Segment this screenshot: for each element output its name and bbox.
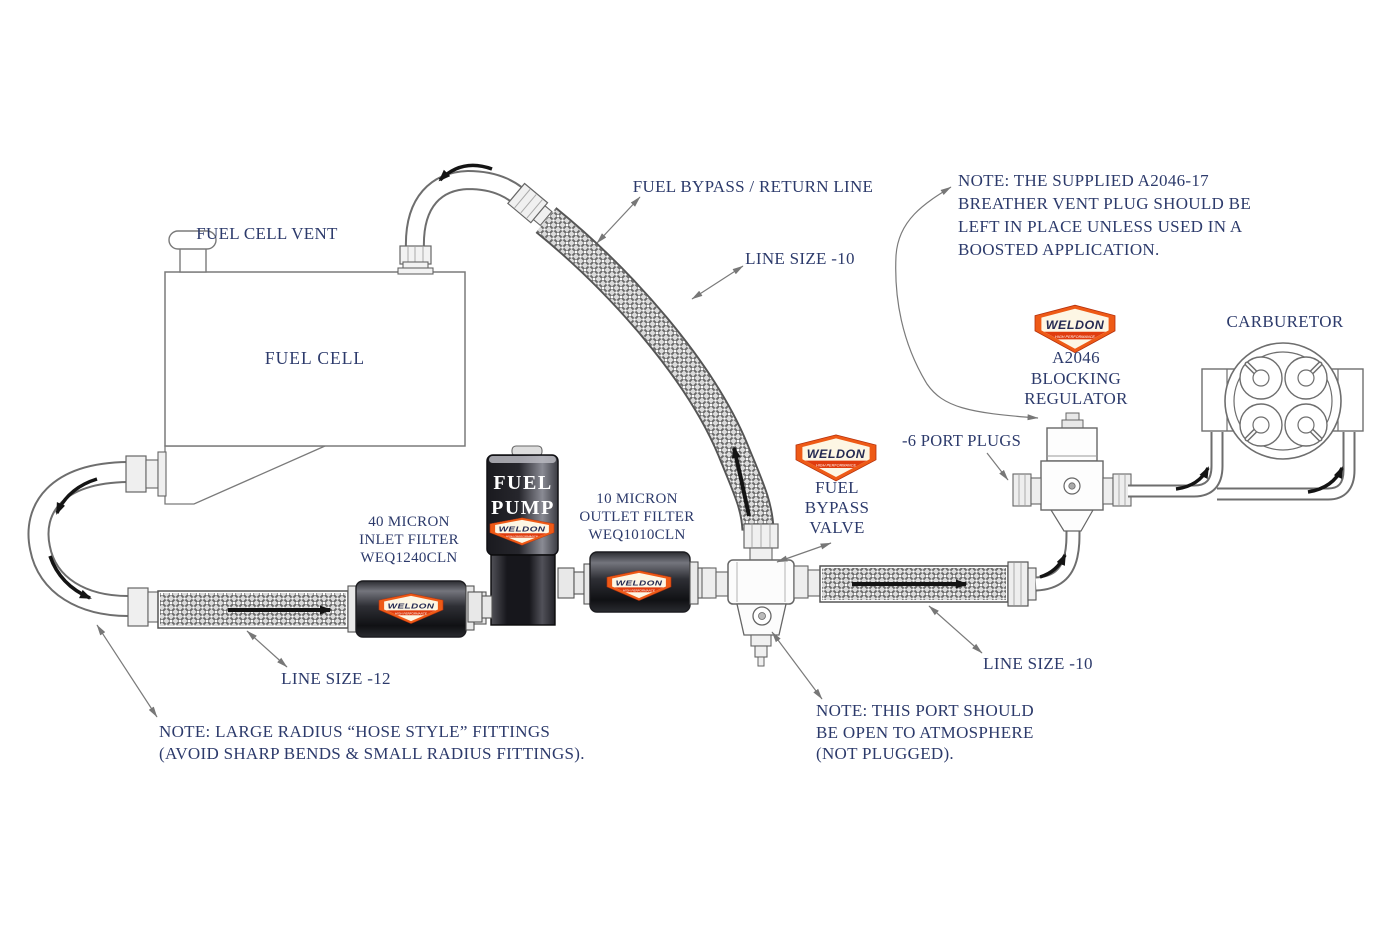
label-fuel-bypass-return-line: FUEL BYPASS / RETURN LINE <box>632 177 874 196</box>
weldon-badge-outlet-filter: WELDON HIGH PERFORMANCE <box>606 570 672 601</box>
weldon-badge-pump: WELDON HIGH PERFORMANCE <box>489 517 555 546</box>
leader-return-line <box>596 196 641 244</box>
weldon-brand-text: WELDON <box>616 579 663 587</box>
label-fuel-cell: FUEL CELL <box>264 348 366 368</box>
leader-line-size-10-bottom <box>928 605 983 654</box>
blocking-regulator <box>1012 412 1132 532</box>
weldon-tagline-text: HIGH PERFORMANCE <box>816 464 857 468</box>
label-line-size-12: LINE SIZE -12 <box>281 669 391 688</box>
label-blocking-regulator: A2046 BLOCKING REGULATOR <box>1024 348 1128 408</box>
weldon-tagline-text: HIGH PERFORMANCE <box>1055 335 1095 339</box>
carburetor <box>1201 342 1364 460</box>
leader-breather-note <box>895 186 1039 421</box>
fuel-cell-tank <box>164 271 466 505</box>
label-fuel-cell-vent: FUEL CELL VENT <box>196 224 338 243</box>
flow-arrows <box>48 163 1344 615</box>
weldon-tagline-text: HIGH PERFORMANCE <box>623 589 655 592</box>
fuel-pump-text-2: PUMP <box>491 497 555 519</box>
leader-port-note <box>771 631 823 700</box>
label-carburetor: CARBURETOR <box>1226 312 1344 331</box>
tank-return-fitting <box>397 245 434 275</box>
weldon-brand-text: WELDON <box>388 602 435 610</box>
label-inlet-filter: 40 MICRON INLET FILTER WEQ1240CLN <box>359 514 459 566</box>
weldon-badge-inlet-filter: WELDON HIGH PERFORMANCE <box>378 593 444 624</box>
sump-outlet-fitting <box>125 451 167 497</box>
leader-lines <box>96 186 1039 718</box>
weldon-brand-text: WELDON <box>807 447 866 460</box>
weldon-tagline-text: HIGH PERFORMANCE <box>506 534 538 537</box>
fuel-cell-vent-cap <box>168 230 217 273</box>
label-port-plugs: -6 PORT PLUGS <box>902 431 1022 450</box>
weldon-badge-valve: WELDON HIGH PERFORMANCE <box>795 434 877 482</box>
carburetor-venturis <box>1239 356 1328 447</box>
regulator-inlet-tube <box>1035 527 1081 592</box>
label-line-size-10-top: LINE SIZE -10 <box>745 249 855 268</box>
return-braided-hose <box>535 207 775 532</box>
weldon-brand-text: WELDON <box>499 525 546 533</box>
lower-hose-fitting <box>127 587 161 627</box>
return-arc-hose <box>404 169 534 251</box>
label-fuel-bypass-valve: FUEL BYPASS VALVE <box>804 478 870 537</box>
leader-line-size-10-top <box>691 265 744 300</box>
label-line-size-10-bottom: LINE SIZE -10 <box>983 654 1093 673</box>
weldon-tagline-text: HIGH PERFORMANCE <box>395 612 427 615</box>
weldon-brand-text: WELDON <box>1046 318 1105 332</box>
leader-bypass-valve <box>776 542 832 563</box>
carburetor-feed-line <box>1128 432 1356 501</box>
weldon-badge-regulator: WELDON HIGH PERFORMANCE <box>1034 304 1116 354</box>
fuel-pump-text-1: FUEL <box>493 472 552 494</box>
leader-port-plugs <box>986 452 1009 481</box>
label-outlet-filter: 10 MICRON OUTLET FILTER WEQ1010CLN <box>579 491 695 543</box>
note-large-radius-fittings: NOTE: LARGE RADIUS “HOSE STYLE” FITTINGS… <box>159 722 585 763</box>
fuel-bypass-valve <box>701 523 821 667</box>
note-port-open-atmosphere: NOTE: THIS PORT SHOULD BE OPEN TO ATMOSP… <box>816 701 1034 763</box>
tank-outlet-hose <box>27 461 133 618</box>
leader-fittings-note <box>96 624 158 718</box>
leader-line-size-12 <box>246 630 288 668</box>
return-hose-upper-fitting <box>507 182 553 227</box>
note-breather-vent-plug: NOTE: THE SUPPLIED A2046-17 BREATHER VEN… <box>958 171 1252 259</box>
